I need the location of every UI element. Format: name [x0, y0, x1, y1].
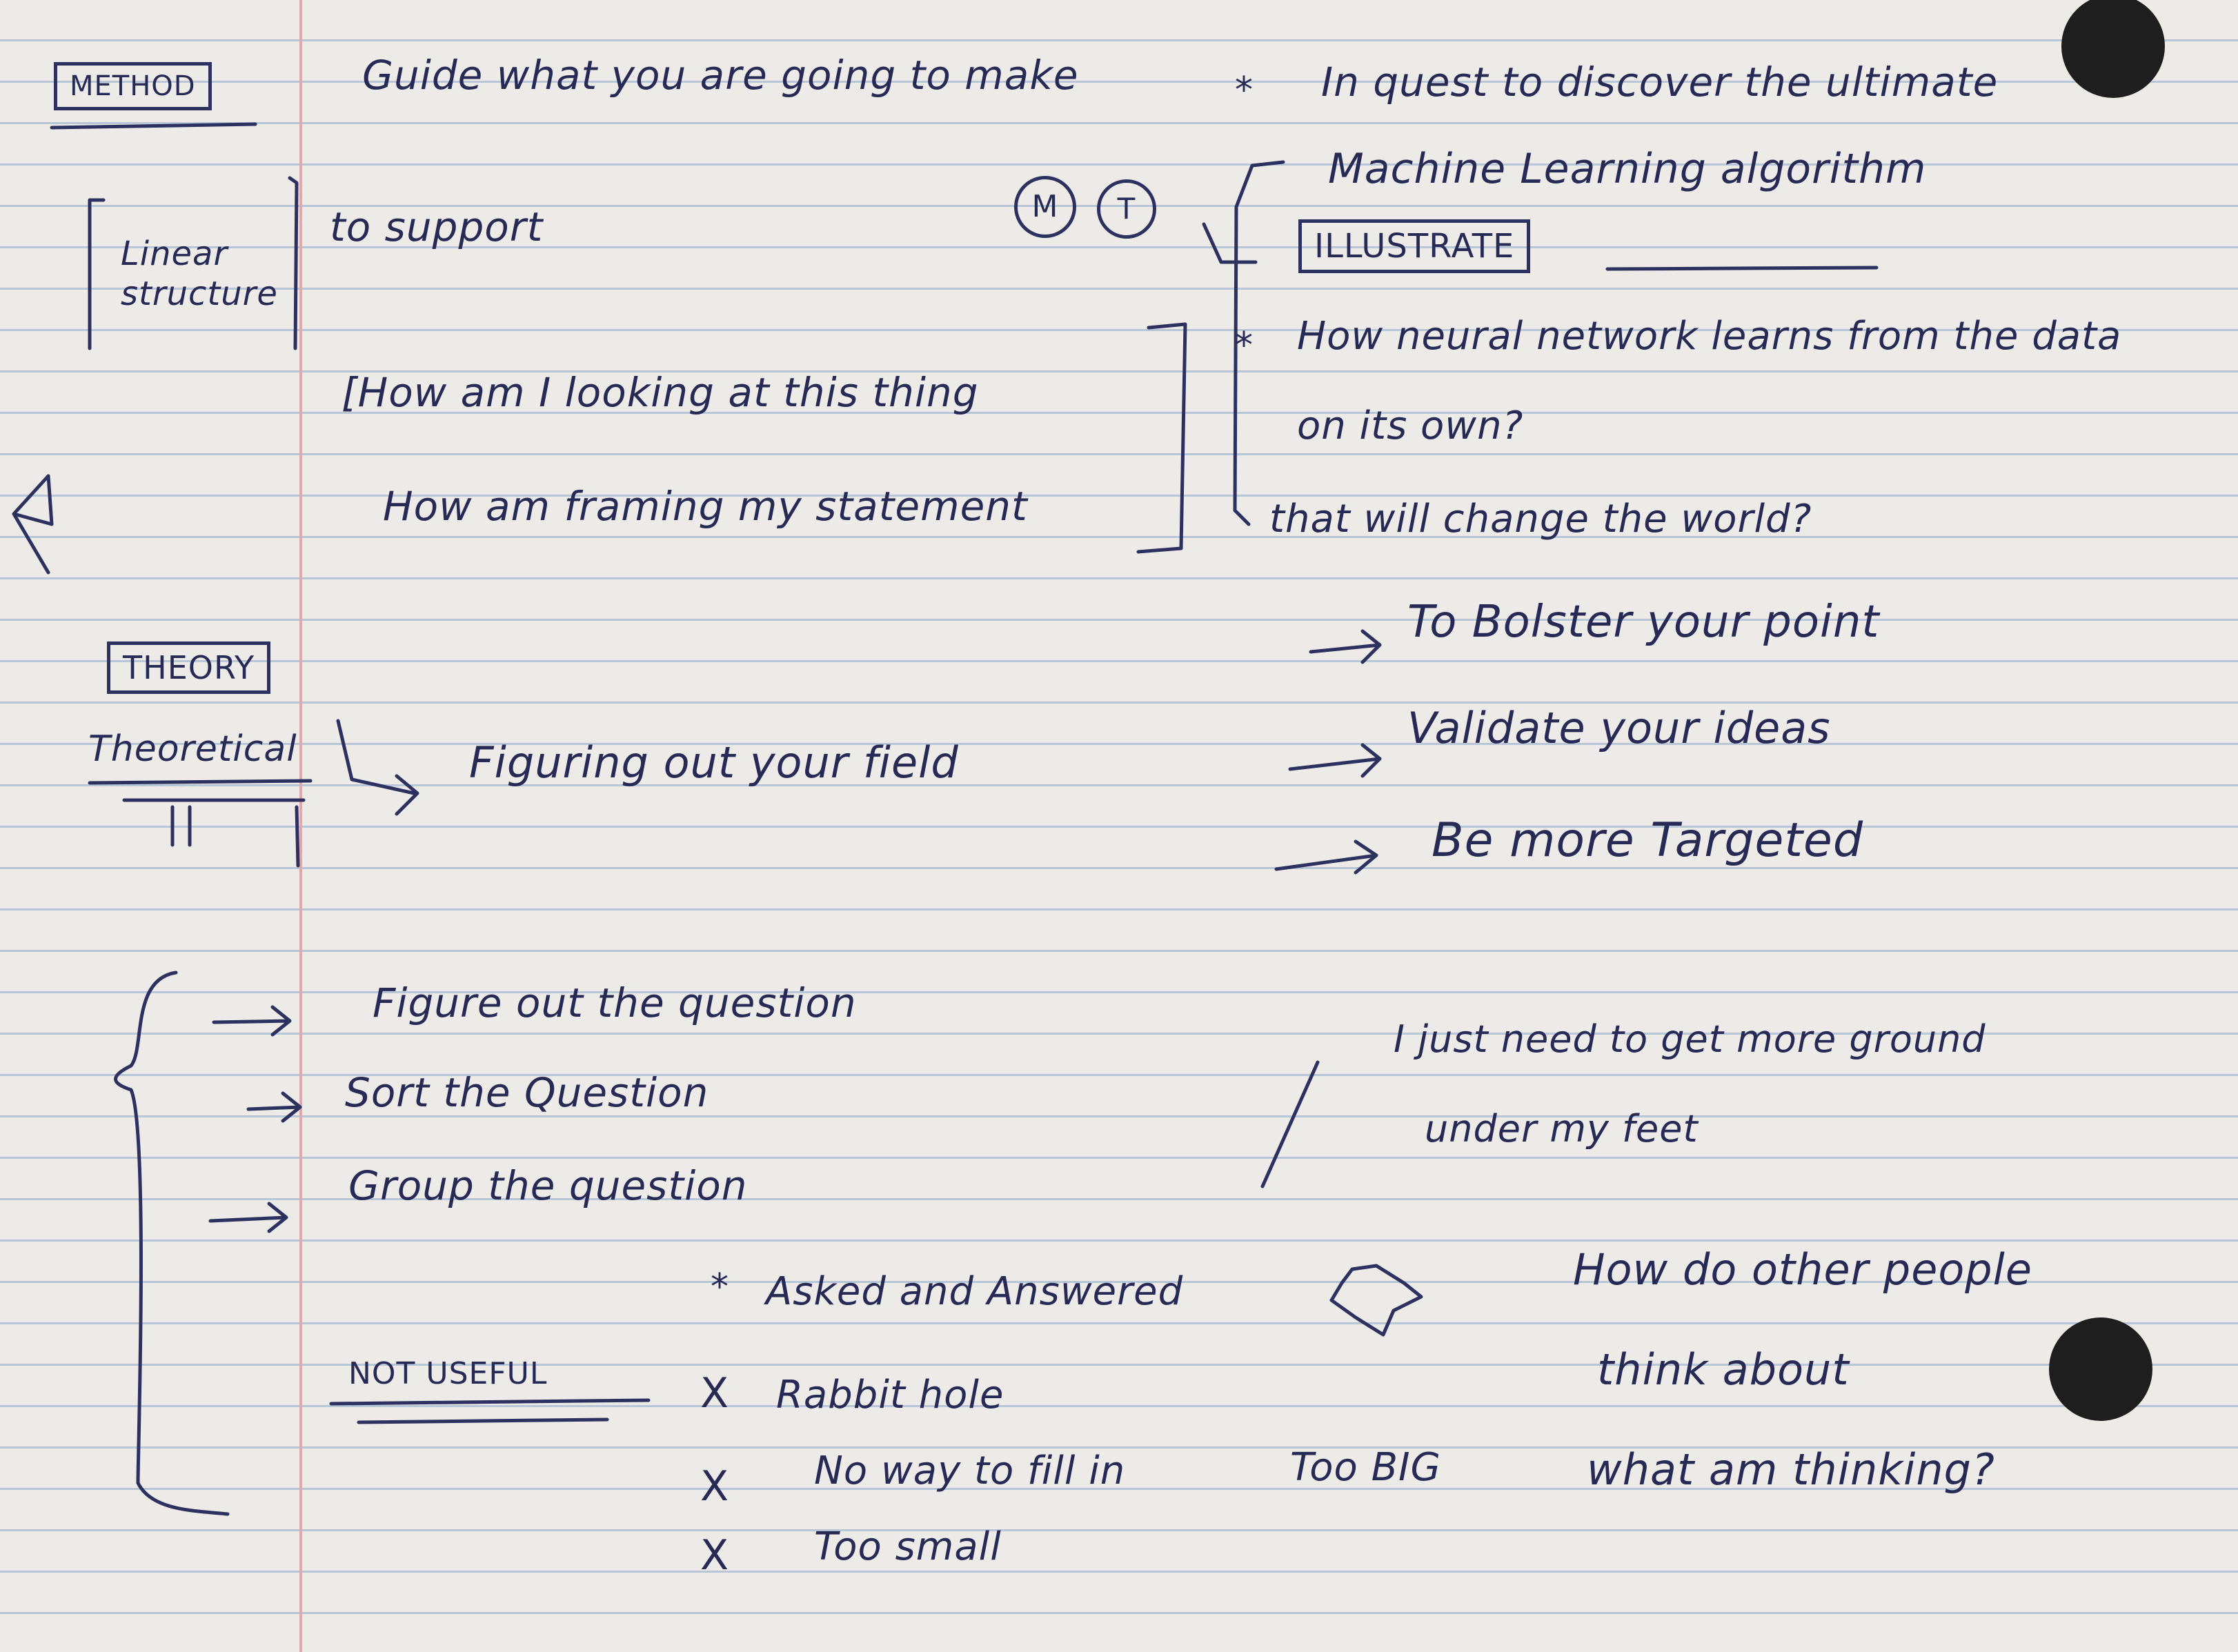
- people-line: How do other people: [1573, 1244, 2033, 1295]
- bullet-x-no-way: X: [700, 1462, 730, 1511]
- circle-t: T: [1097, 179, 1156, 239]
- ground-line: I just need to get more ground: [1394, 1017, 1986, 1061]
- too-small: Too small: [814, 1524, 1002, 1569]
- arrow-bolster: [1309, 629, 1382, 664]
- margin-sketch: [12, 474, 54, 575]
- connector-hook: [1202, 222, 1258, 264]
- neural-line: How neural network learns from the data: [1297, 314, 2122, 359]
- rabbit-hole: Rabbit hole: [776, 1373, 1004, 1417]
- framing-bracket: [1136, 322, 1187, 554]
- figure-question: Figure out the question: [373, 979, 857, 1026]
- theoretical-underline: [88, 779, 313, 785]
- theory-label: THEORY: [107, 641, 271, 694]
- figuring-line: Figuring out your field: [469, 737, 959, 788]
- arrow-3: [208, 1202, 288, 1233]
- arrow-targeted: [1274, 839, 1378, 875]
- diamond-sketch: [1329, 1264, 1423, 1337]
- what-thinking-line: what am thinking?: [1587, 1444, 1995, 1495]
- think-about-line: think about: [1597, 1344, 1850, 1395]
- arrow-validate: [1288, 743, 1382, 778]
- framing-line: How am framing my statement: [383, 483, 1028, 530]
- bolster-line: To Bolster your point: [1407, 597, 1880, 648]
- own-line: on its own?: [1297, 404, 1524, 448]
- theoretical-label: Theoretical: [88, 728, 297, 770]
- margin-line: [299, 0, 302, 1652]
- circle-m: M: [1014, 176, 1076, 238]
- binder-hole-top: [2061, 0, 2165, 98]
- targeted-line: Be more Targeted: [1432, 813, 1864, 868]
- change-line: that will change the world?: [1269, 497, 1812, 541]
- illustrate-underline: [1605, 266, 1879, 271]
- connector-bracket: [1233, 160, 1285, 526]
- illustrate-label: ILLUSTRATE: [1298, 219, 1531, 273]
- bullet-star-asked: *: [711, 1266, 729, 1308]
- sort-question: Sort the Question: [345, 1069, 709, 1116]
- method-text: Guide what you are going to make: [362, 52, 1079, 99]
- bullet-x-rabbit: X: [700, 1369, 730, 1417]
- asked-answered: Asked and Answered: [766, 1269, 1184, 1314]
- feet-line: under my feet: [1425, 1107, 1699, 1151]
- method-label: METHOD: [54, 62, 212, 110]
- arrow-1: [212, 1005, 292, 1037]
- looking-line: [How am I looking at this thing: [341, 369, 979, 416]
- quest-line: In quest to discover the ultimate: [1321, 59, 1999, 106]
- linear-bracket-left: [88, 198, 106, 350]
- bullet-x-small: X: [700, 1531, 730, 1580]
- linear-structure: Linear structure: [121, 235, 278, 313]
- machine-learning-line: Machine Learning algorithm: [1328, 145, 1927, 193]
- not-useful-label: NOT USEFUL: [348, 1356, 548, 1391]
- figuring-arrow: [336, 719, 416, 795]
- validate-line: Validate your ideas: [1407, 703, 1831, 753]
- method-underline: [50, 122, 257, 130]
- linear-bracket-right: [288, 176, 299, 350]
- group-question: Group the question: [348, 1162, 748, 1209]
- no-way-fill: No way to fill in: [814, 1449, 1126, 1493]
- curly-brace: [114, 971, 230, 1516]
- to-support: to support: [330, 203, 544, 250]
- theoretical-marks: [122, 798, 306, 868]
- bullet-star-quest: *: [1235, 70, 1254, 111]
- ground-stroke: [1260, 1060, 1320, 1188]
- arrow-2: [246, 1091, 302, 1123]
- binder-hole-bottom: [2049, 1317, 2152, 1421]
- not-useful-underline: [329, 1398, 651, 1424]
- figuring-arrow-head: [395, 774, 419, 816]
- too-big: Too BIG: [1290, 1445, 1441, 1490]
- bullet-star-neural: *: [1235, 325, 1254, 366]
